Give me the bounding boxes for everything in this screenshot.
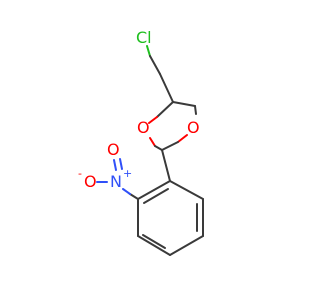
ring-bond-1	[169, 180, 204, 200]
bond-cl-ch2	[146, 45, 151, 57]
oxygen-ring-right-label: O	[187, 118, 200, 137]
bond-n-o-top-b	[119, 158, 123, 170]
bond-c2-o3	[161, 141, 179, 151]
bond-o3-c2	[177, 134, 188, 143]
ring-bond-4	[137, 235, 171, 256]
bond-ch2-c4	[159, 73, 174, 103]
structure-diagram: Cl O O O N + O -	[78, 28, 204, 256]
chlorine-label: Cl	[136, 28, 152, 47]
ring-bond-6	[137, 180, 171, 200]
bond-c4-o1	[156, 101, 174, 118]
bond-c4-c5	[172, 101, 196, 107]
nitrogen-label: N	[110, 172, 122, 191]
bond-n-ar	[122, 188, 131, 195]
bond-o1-c4	[148, 116, 158, 124]
bond-n-o-top-a	[113, 159, 117, 171]
ring-double-3	[143, 188, 169, 204]
oxygen-charge: -	[78, 167, 82, 180]
nitro-oxygen-top-label: O	[107, 140, 120, 159]
bond-c2-o1	[154, 145, 163, 151]
bonds	[96, 45, 204, 256]
bond-ar-n	[129, 193, 139, 200]
nitro-oxygen-left-label: O	[84, 172, 97, 191]
nitrogen-charge: +	[123, 167, 132, 180]
ring-bond-3	[169, 235, 204, 256]
ring-double-2	[142, 234, 166, 249]
oxygen-ring-left-label: O	[137, 118, 150, 137]
atom-labels: Cl O O O N + O -	[78, 28, 200, 191]
bond-ch2-cl	[149, 55, 161, 75]
bond-c2-ipso	[161, 149, 171, 182]
bond-o1-c2	[149, 137, 156, 147]
bond-c5-o3	[194, 105, 197, 115]
